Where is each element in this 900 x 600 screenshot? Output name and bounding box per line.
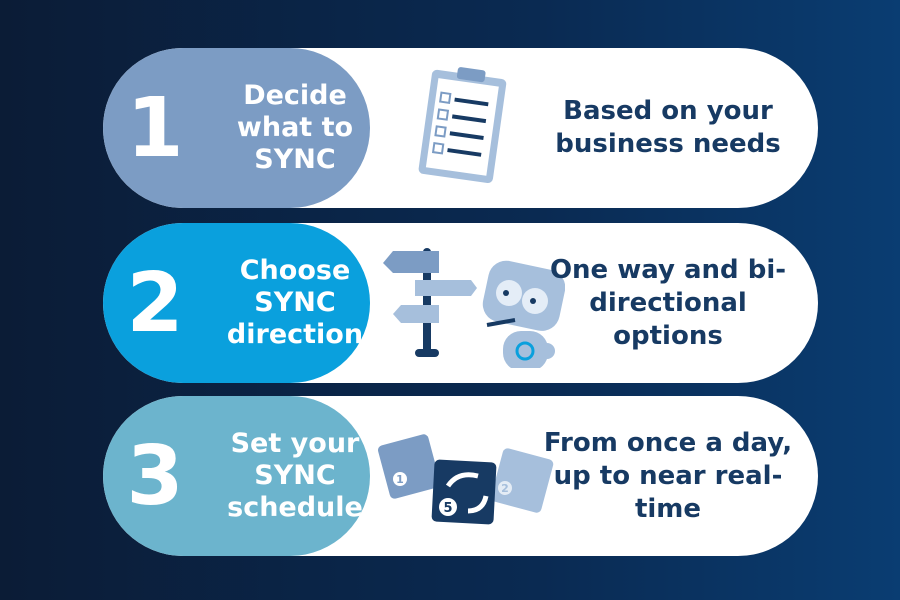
schedule-badge: 2 [501,482,509,495]
schedule-badge: 5 [443,501,452,516]
schedule-badge: 1 [396,473,404,486]
step-title: Set your SYNC schedule [227,428,363,523]
clipboard-checklist-icon [418,67,507,183]
step-number: 1 [126,80,184,176]
step-1: 1 Decide what to SYNC Based on your busi… [103,48,818,208]
signpost-robot-icon [383,248,565,368]
step-1-pill: 1 Decide what to SYNC [103,48,370,208]
step-title: Choose SYNC direction [226,255,364,350]
step-2-pill: 2 Choose SYNC direction [103,223,370,383]
step-3: 3 Set your SYNC schedule 5 1 2 From once… [103,396,818,556]
step-description: One way and bi-directional options [549,254,787,351]
step-description: Based on your business needs [555,96,781,159]
step-number: 3 [126,428,184,524]
step-number: 2 [126,255,184,351]
step-description: From once a day, up to near real-time [543,427,793,524]
sync-schedule-cards-icon: 5 1 2 [378,434,554,525]
step-3-pill: 3 Set your SYNC schedule [103,396,370,556]
step-title: Decide what to SYNC [236,80,354,175]
step-2: 2 Choose SYNC direction One way and bi-d… [103,223,818,383]
